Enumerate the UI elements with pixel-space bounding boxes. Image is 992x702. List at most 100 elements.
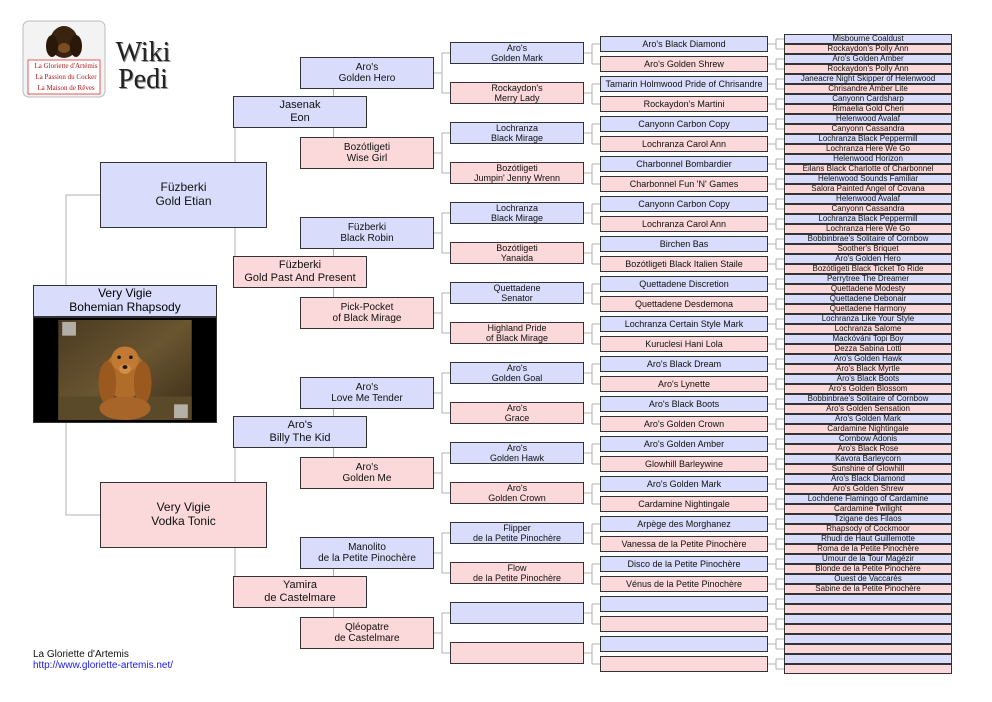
gen5-ancestor-17[interactable]: Aro's Black Dream — [600, 356, 768, 372]
gen5-ancestor-25[interactable]: Arpège des Morghanez — [600, 516, 768, 532]
gen6-ancestor-2[interactable]: Rockaydon's Polly Ann — [784, 44, 952, 54]
gen5-ancestor-5[interactable]: Canyonn Carbon Copy — [600, 116, 768, 132]
gen5-ancestor-1[interactable]: Aro's Black Diamond — [600, 36, 768, 52]
gen6-ancestor-7[interactable]: Canyonn Cardsharp — [784, 94, 952, 104]
gen6-ancestor-42[interactable]: Aro's Black Rose — [784, 444, 952, 454]
gen6-ancestor-56[interactable]: Sabine de la Petite Pinochère — [784, 584, 952, 594]
gen6-ancestor-36[interactable]: Aro's Golden Blossom — [784, 384, 952, 394]
gen6-ancestor-3[interactable]: Aro's Golden Amber — [784, 54, 952, 64]
gen5-ancestor-22[interactable]: Glowhill Barleywine — [600, 456, 768, 472]
gen5-ancestor-16[interactable]: Kuruclesi Hani Lola — [600, 336, 768, 352]
gen5-ancestor-19[interactable]: Aro's Black Boots — [600, 396, 768, 412]
gen6-ancestor-55[interactable]: Ouest de Vaccarès — [784, 574, 952, 584]
gen5-ancestor-3[interactable]: Tamarin Holmwood Pride of Chrisandre — [600, 76, 768, 92]
gen6-ancestor-38[interactable]: Aro's Golden Sensation — [784, 404, 952, 414]
gen6-ancestor-50[interactable]: Rhapsody of Cockmoor — [784, 524, 952, 534]
gen6-ancestor-48[interactable]: Cardamine Twilight — [784, 504, 952, 514]
gen5-ancestor-20[interactable]: Aro's Golden Crown — [600, 416, 768, 432]
gen6-ancestor-16[interactable]: Salora Painted Angel of Covana — [784, 184, 952, 194]
gen6-ancestor-34[interactable]: Aro's Black Myrtle — [784, 364, 952, 374]
gen6-ancestor-32[interactable]: Dezza Sabina Lotti — [784, 344, 952, 354]
gen5-ancestor-14[interactable]: Quettadene Desdemona — [600, 296, 768, 312]
gen6-ancestor-13[interactable]: Helenwood Horizon — [784, 154, 952, 164]
gen6-ancestor-49[interactable]: Tzigane des Filaos — [784, 514, 952, 524]
subject-name-box[interactable]: Very Vigie Bohemian Rhapsody — [33, 285, 217, 317]
gen6-ancestor-35[interactable]: Aro's Black Boots — [784, 374, 952, 384]
gen6-ancestor-27[interactable]: Quettadene Debonair — [784, 294, 952, 304]
gen6-ancestor-39[interactable]: Aro's Golden Mark — [784, 414, 952, 424]
gen6-ancestor-43[interactable]: Kavora Barleycorn — [784, 454, 952, 464]
gen6-ancestor-29[interactable]: Lochranza Like Your Style — [784, 314, 952, 324]
gen6-ancestor-47[interactable]: Lochdene Flamingo of Cardamine — [784, 494, 952, 504]
gen6-ancestor-30[interactable]: Lochranza Salome — [784, 324, 952, 334]
gen6-ancestor-53[interactable]: Umour de la Tour Magézir — [784, 554, 952, 564]
gen6-ancestor-5[interactable]: Janeacre Night Skipper of Helenwood — [784, 74, 952, 84]
gen5-ancestor-21[interactable]: Aro's Golden Amber — [600, 436, 768, 452]
gen5-ancestor-8[interactable]: Charbonnel Fun 'N' Games — [600, 176, 768, 192]
gen5-ancestor-23[interactable]: Aro's Golden Mark — [600, 476, 768, 492]
gen6-ancestor-12[interactable]: Lochranza Here We Go — [784, 144, 952, 154]
gen5-ancestor-2[interactable]: Aro's Golden Shrew — [600, 56, 768, 72]
gen6-ancestor-26[interactable]: Quettadene Modesty — [784, 284, 952, 294]
gen6-ancestor-33[interactable]: Aro's Golden Hawk — [784, 354, 952, 364]
gen6-ancestor-24[interactable]: Bozótligeti Black Ticket To Ride — [784, 264, 952, 274]
gen5-ancestor-9[interactable]: Canyonn Carbon Copy — [600, 196, 768, 212]
gen6-ancestor-31[interactable]: Mackóváni Topi Boy — [784, 334, 952, 344]
gen6-ancestor-62[interactable] — [784, 644, 952, 654]
gen6-ancestor-23[interactable]: Aro's Golden Hero — [784, 254, 952, 264]
gen6-ancestor-37[interactable]: Bobbinbrae's Solitaire of Cornbow — [784, 394, 952, 404]
gen6-ancestor-57[interactable] — [784, 594, 952, 604]
gen6-ancestor-22[interactable]: Soother's Briquet — [784, 244, 952, 254]
gen6-ancestor-40[interactable]: Cardamine Nightingale — [784, 424, 952, 434]
gen6-ancestor-51[interactable]: Rhudi de Haut Guillemotte — [784, 534, 952, 544]
footer-site-link[interactable]: http://www.gloriette-artemis.net/ — [33, 660, 174, 671]
gen6-ancestor-46[interactable]: Aro's Golden Shrew — [784, 484, 952, 494]
gen5-ancestor-28[interactable]: Vénus de la Petite Pinochère — [600, 576, 768, 592]
gen6-ancestor-19[interactable]: Lochranza Black Peppermill — [784, 214, 952, 224]
gen6-ancestor-11[interactable]: Lochranza Black Peppermill — [784, 134, 952, 144]
gen5-ancestor-30[interactable] — [600, 616, 768, 632]
gen6-ancestor-18[interactable]: Canyonn Cassandra — [784, 204, 952, 214]
gen6-ancestor-6[interactable]: Chrisandre Amber Lite — [784, 84, 952, 94]
gen6-ancestor-41[interactable]: Cornbow Adonis — [784, 434, 952, 444]
gen6-ancestor-45[interactable]: Aro's Black Diamond — [784, 474, 952, 484]
gen6-ancestor-21[interactable]: Bobbinbrae's Solitaire of Cornbow — [784, 234, 952, 244]
gen5-ancestor-4[interactable]: Rockaydon's Martini — [600, 96, 768, 112]
gen6-ancestor-58[interactable] — [784, 604, 952, 614]
gen5-ancestor-29[interactable] — [600, 596, 768, 612]
gen6-ancestor-54[interactable]: Blonde de la Petite Pinochère — [784, 564, 952, 574]
gen6-ancestor-63[interactable] — [784, 654, 952, 664]
gen5-ancestor-26[interactable]: Vanessa de la Petite Pinochère — [600, 536, 768, 552]
gen5-ancestor-32[interactable] — [600, 656, 768, 672]
gen6-ancestor-4[interactable]: Rockaydon's Polly Ann — [784, 64, 952, 74]
gen6-ancestor-10[interactable]: Canyonn Cassandra — [784, 124, 952, 134]
gen6-ancestor-25[interactable]: Perrytree The Dreamer — [784, 274, 952, 284]
gen5-ancestor-12[interactable]: Bozótligeti Black Italien Staile — [600, 256, 768, 272]
gen5-ancestor-18[interactable]: Aro's Lynette — [600, 376, 768, 392]
gen5-ancestor-15[interactable]: Lochranza Certain Style Mark — [600, 316, 768, 332]
gen6-ancestor-17[interactable]: Helenwood Avalaf — [784, 194, 952, 204]
gen6-ancestor-64[interactable] — [784, 664, 952, 674]
